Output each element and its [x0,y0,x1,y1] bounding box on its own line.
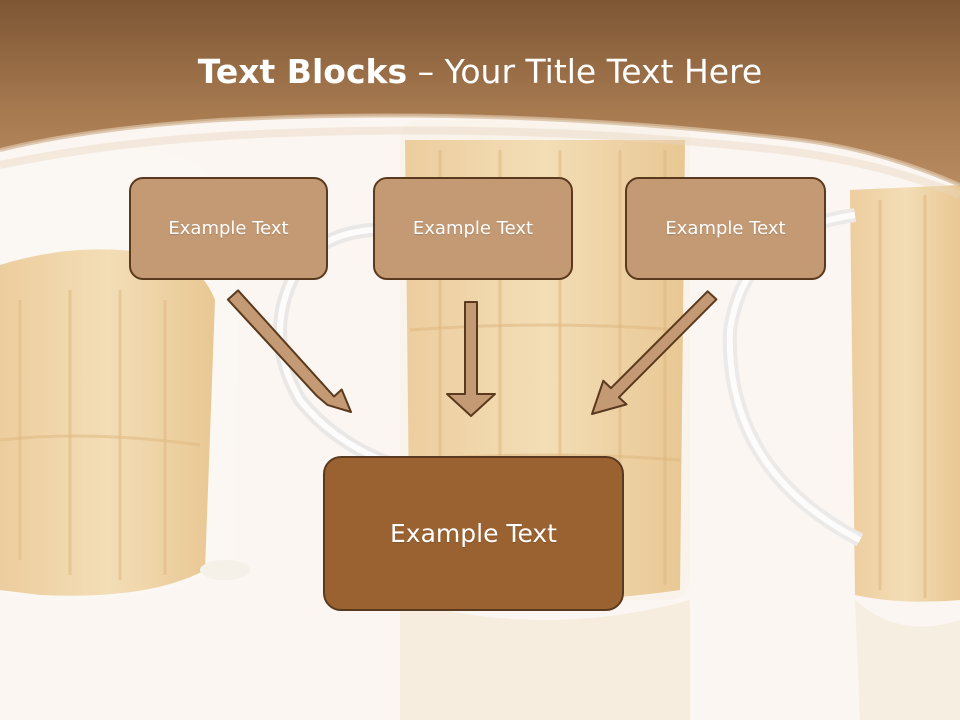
text-block-middle-label: Example Text [412,218,534,239]
text-block-left-label: Example Text [168,218,289,239]
header-band [0,0,960,185]
arrow-left-to-main [226,289,352,413]
text-block-left[interactable]: Example Text [129,177,328,280]
text-block-right-label: Example Text [665,218,786,239]
text-block-main[interactable]: Example Text [323,456,624,611]
title-bold-text: Text Blocks [197,52,408,91]
arrow-middle-to-main [446,301,496,417]
text-block-main-label: Example Text [390,519,557,548]
text-block-right[interactable]: Example Text [625,177,826,280]
text-block-middle[interactable]: Example Text [373,177,573,280]
title-rest-text: Your Title Text Here [444,52,763,91]
arrow-right-to-main [591,290,718,415]
slide-title: Text Blocks – Your Title Text Here [0,52,960,91]
title-dash: – [407,52,445,91]
